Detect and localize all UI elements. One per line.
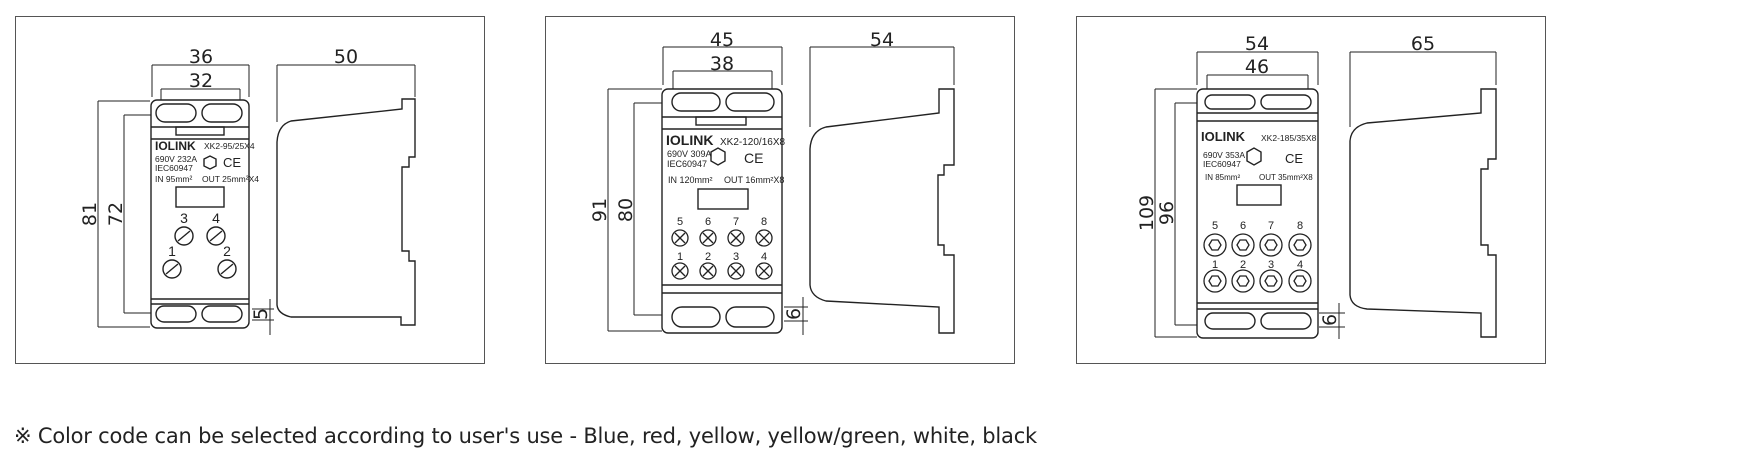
terminal-number: 7	[733, 216, 739, 228]
standard-label: IEC60947	[155, 163, 193, 173]
dim-outer-height: 81	[79, 202, 101, 226]
dim-inner-height: 80	[615, 198, 637, 222]
drawing-xk2-95: 36 32 50 81 72 5 IOLINK XK2-95/25X4 690V…	[79, 46, 416, 335]
color-code-note: ※ Color code can be selected according t…	[14, 424, 1038, 448]
terminal-number: 3	[733, 251, 739, 263]
dim-outer-width: 45	[710, 29, 734, 51]
terminal-number: 3	[180, 210, 188, 226]
model-label: XK2-185/35X8	[1261, 133, 1317, 143]
out-label: OUT 16mm²X8	[724, 175, 784, 185]
terminal-number: 8	[1297, 220, 1303, 232]
terminal-number: 6	[1240, 220, 1246, 232]
panel-xk2-95: 36 32 50 81 72 5 IOLINK XK2-95/25X4 690V…	[15, 16, 485, 364]
ce-mark: CE	[223, 155, 241, 170]
dim-inner-width: 32	[189, 70, 213, 92]
brand-logo: IOLINK	[1201, 129, 1246, 144]
rating-label: 690V 353A	[1203, 150, 1245, 160]
terminal-number: 2	[1240, 259, 1246, 271]
terminal-number: 6	[705, 216, 711, 228]
dim-outer-height: 109	[1136, 195, 1158, 231]
standard-label: IEC60947	[667, 159, 707, 169]
dim-outer-width: 54	[1245, 33, 1269, 55]
dim-foot: 5	[250, 308, 272, 320]
panel-xk2-185: 54 46 65 109 96 6 IOLINK XK2-185/35X8 69…	[1076, 16, 1546, 364]
in-label: IN 120mm²	[668, 175, 713, 185]
brand-logo: IOLINK	[155, 139, 196, 153]
in-label: IN 85mm²	[1205, 173, 1240, 182]
dim-inner-height: 96	[1156, 201, 1178, 225]
drawing-xk2-185: 54 46 65 109 96 6 IOLINK XK2-185/35X8 69…	[1136, 33, 1497, 339]
model-label: XK2-95/25X4	[204, 141, 255, 151]
dim-depth: 65	[1411, 33, 1435, 55]
brand-logo: IOLINK	[666, 132, 713, 148]
terminal-number: 1	[1212, 259, 1218, 271]
terminal-number: 2	[705, 251, 711, 263]
terminal-number: 5	[677, 216, 683, 228]
terminal-number: 1	[677, 251, 683, 263]
dim-depth: 54	[870, 29, 894, 51]
in-label: IN 95mm²	[155, 174, 192, 184]
dim-inner-height: 72	[105, 202, 127, 226]
out-label: OUT 25mm²X4	[202, 174, 259, 184]
terminal-number: 4	[212, 210, 220, 226]
terminal-number: 8	[761, 216, 767, 228]
dim-outer-height: 91	[589, 198, 611, 222]
terminal-number: 4	[1297, 259, 1303, 271]
ce-mark: CE	[1285, 151, 1303, 166]
ce-mark: CE	[744, 150, 763, 166]
drawing-xk2-120: 45 38 54 91 80 6 IOLINK XK2-120/16X8 690…	[589, 29, 955, 335]
dim-inner-width: 46	[1245, 56, 1269, 78]
terminal-number: 2	[223, 243, 231, 259]
panel-xk2-120: 45 38 54 91 80 6 IOLINK XK2-120/16X8 690…	[545, 16, 1015, 364]
model-label: XK2-120/16X8	[720, 137, 785, 148]
terminal-number: 7	[1268, 220, 1274, 232]
standard-label: IEC60947	[1203, 159, 1241, 169]
terminal-number: 4	[761, 251, 767, 263]
rating-label: 690V 232A	[155, 154, 197, 164]
out-label: OUT 35mm²X8	[1259, 173, 1313, 182]
dim-foot: 6	[783, 308, 805, 320]
rating-label: 690V 309A	[667, 149, 712, 159]
terminal-number: 3	[1268, 259, 1274, 271]
dim-outer-width: 36	[189, 46, 213, 68]
dim-inner-width: 38	[710, 53, 734, 75]
dim-foot: 6	[1319, 314, 1341, 326]
terminal-number: 5	[1212, 220, 1218, 232]
dim-depth: 50	[334, 46, 358, 68]
terminal-number: 1	[168, 243, 176, 259]
